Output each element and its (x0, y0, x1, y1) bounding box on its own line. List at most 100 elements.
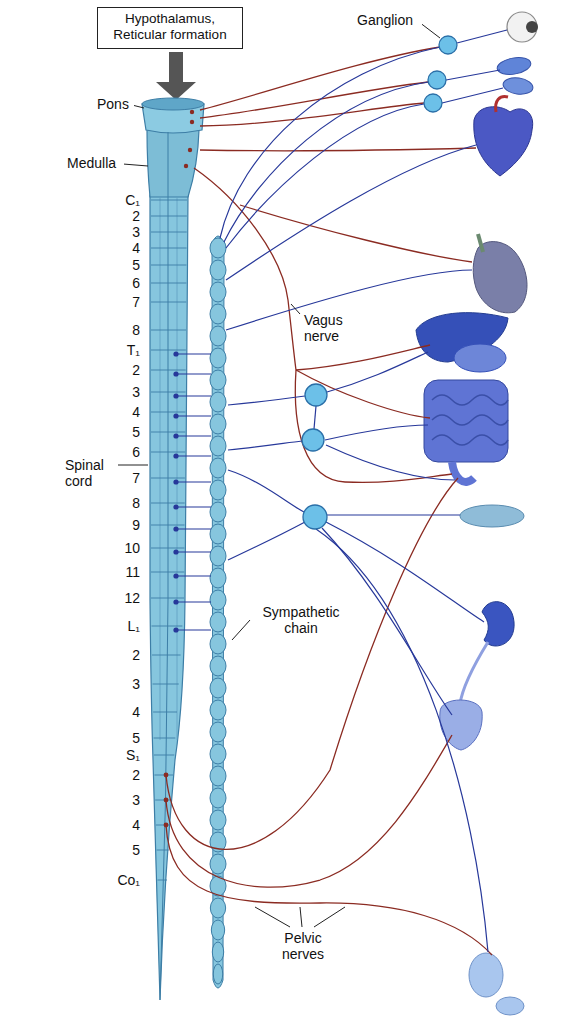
chain-ganglion (210, 722, 226, 742)
segment-line (154, 738, 176, 739)
leader-line (300, 907, 302, 927)
segment-line (151, 572, 184, 573)
segment-number: 2 (98, 766, 140, 784)
leader-line (123, 164, 148, 166)
leader-lines (112, 22, 440, 927)
chain-ganglion (210, 502, 226, 522)
segment-line (151, 598, 184, 599)
segment-number: 5 (98, 256, 140, 274)
spinal-cord-figure (142, 98, 204, 1000)
postganglionic-nerve (325, 425, 428, 440)
segment-line (151, 216, 187, 217)
white-ramus (176, 435, 211, 436)
preganglionic-dot (173, 479, 178, 484)
white-ramus (176, 415, 211, 416)
segment-line (151, 432, 185, 433)
vagus-heart-branch (200, 148, 476, 151)
nucleus-dot (190, 110, 194, 114)
rectum (452, 462, 474, 482)
segment-line (151, 478, 185, 479)
chain-ganglion (210, 436, 226, 456)
preganglionic-dot (173, 413, 178, 418)
segment-number: 3 (98, 791, 140, 809)
structure-label: Vagus nerve (303, 312, 363, 344)
preganglionic-dot (173, 504, 178, 509)
segment-lines (151, 200, 187, 880)
white-ramus (176, 455, 211, 456)
vagus-trunk (194, 168, 296, 370)
ganglion (439, 36, 457, 54)
structure-label: Spinal cord (64, 457, 118, 489)
chain-ganglion (212, 942, 223, 962)
cranial-nerve (200, 103, 424, 126)
pelvic-nerve (166, 478, 458, 849)
ganglion (424, 94, 442, 112)
chain-ganglion (210, 854, 226, 874)
segment-line (151, 626, 182, 627)
chain-ganglion (210, 612, 226, 632)
segment-number: 2 (98, 207, 140, 225)
segment-line (151, 392, 186, 393)
white-ramus (176, 395, 211, 396)
segment-line (151, 330, 186, 331)
segment-line (151, 525, 185, 526)
segment-line (151, 248, 187, 249)
sympathetic-chain (210, 236, 226, 988)
segment-line (151, 548, 184, 549)
white-ramus (176, 373, 211, 374)
kidney (482, 602, 514, 646)
chain-ganglion (210, 700, 226, 720)
vagus-lung-branch (240, 205, 472, 262)
leader-line (314, 907, 345, 927)
segment-number: 4 (98, 403, 140, 421)
ganglion (303, 505, 327, 529)
nucleus-dot (184, 164, 188, 168)
segment-number: 8 (98, 321, 140, 339)
segment-number: 5 (98, 841, 140, 859)
descending-arrow (156, 52, 196, 100)
segment-number: 3 (98, 675, 140, 693)
preganglionic-dot (173, 393, 178, 398)
segment-number: S₁ (98, 746, 140, 764)
genitals-lower (496, 997, 524, 1015)
segment-line (151, 200, 187, 201)
ganglion (302, 429, 324, 451)
ganglion (428, 71, 446, 89)
preganglionic-dot (173, 371, 178, 376)
structure-label: Sympathetic chain (252, 604, 350, 636)
segment-line (152, 655, 181, 656)
segment-line (151, 370, 186, 371)
nucleus-dot (190, 120, 194, 124)
segment-line (153, 684, 179, 685)
cord-columns (160, 197, 177, 740)
segment-number: 3 (98, 223, 140, 241)
medulla (147, 130, 199, 197)
ciliary-branch (457, 30, 507, 43)
box-text: Hypothalamus, Reticular formation (103, 11, 237, 42)
intestines (424, 380, 508, 462)
segment-line (155, 800, 172, 801)
segment-number: 12 (98, 589, 140, 607)
chain-ganglion (210, 260, 226, 280)
chain-ganglion (210, 304, 226, 324)
pancreas (460, 505, 524, 527)
chain-ganglion (210, 370, 226, 390)
chain-ganglion (210, 656, 226, 676)
heart-vessel (496, 97, 508, 112)
segment-number: Co₁ (98, 871, 140, 889)
preganglionic-dot (173, 526, 178, 531)
white-ramus (176, 506, 211, 507)
chain-ganglion (213, 964, 222, 984)
pelvic-nerve (166, 735, 452, 887)
genitals (469, 953, 503, 997)
chain-ganglion (211, 920, 224, 940)
arrow-shaft (169, 52, 183, 84)
vagus-liver-branch (296, 345, 430, 370)
white-ramus (176, 629, 211, 630)
segment-number: 10 (98, 539, 140, 557)
chain-ganglion (210, 282, 226, 302)
chain-ganglion (210, 458, 226, 478)
segment-number: 2 (98, 361, 140, 379)
